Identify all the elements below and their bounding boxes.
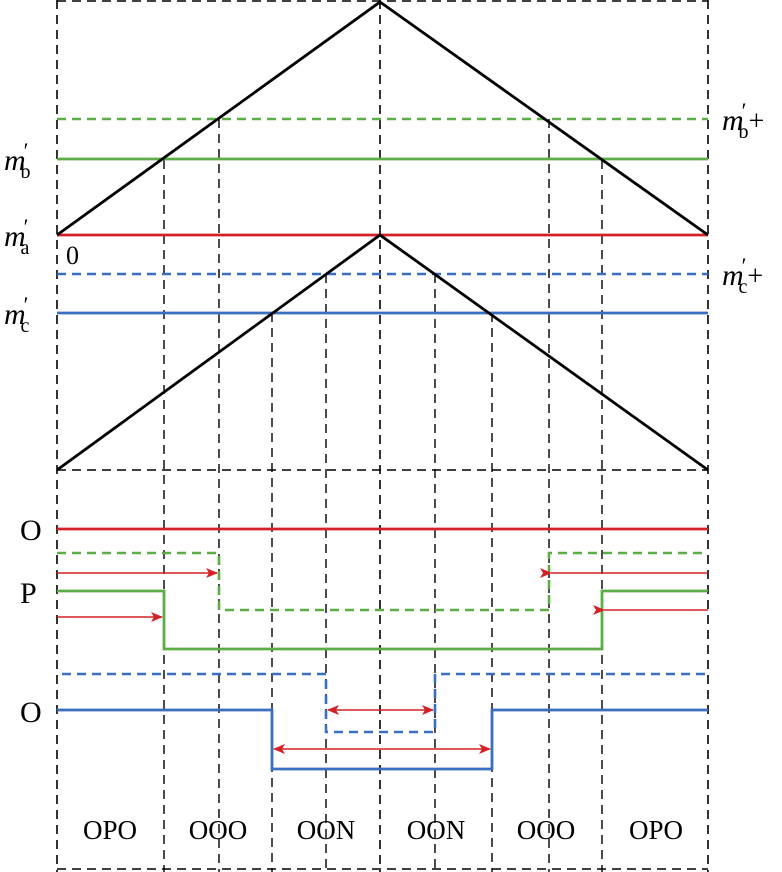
state-label: OON: [407, 815, 466, 845]
shift-arrows: [57, 568, 708, 754]
zero-label: 0: [66, 241, 79, 270]
state-label: OPO: [83, 815, 137, 845]
state-label: OOO: [517, 815, 576, 845]
crossing-lines: [163, 119, 603, 872]
level-label-c: O: [20, 696, 42, 729]
frame: [56, 0, 709, 872]
lower-carrier: [56, 233, 709, 472]
mb-label: m′b: [4, 138, 30, 183]
state-label: OPO: [629, 815, 683, 845]
level-label-b: P: [20, 577, 37, 610]
mc-label: m′c: [4, 292, 29, 337]
phase-b-shifted-waveform: [57, 551, 708, 612]
upper-carrier: [56, 0, 709, 237]
level-label-a: O: [20, 514, 42, 547]
ma-label: m′a: [4, 214, 29, 259]
phase-c-shifted-waveform: [62, 672, 708, 734]
mb-plus-label: m′b+: [722, 98, 764, 143]
phase-c-waveform: [57, 708, 708, 771]
phase-b-waveform: [57, 589, 708, 651]
state-label: OOO: [189, 815, 248, 845]
mc-plus-label: m′c+: [722, 253, 763, 298]
state-label: OON: [297, 815, 356, 845]
state-labels: OPO OOO OON OON OOO OPO: [83, 815, 683, 845]
